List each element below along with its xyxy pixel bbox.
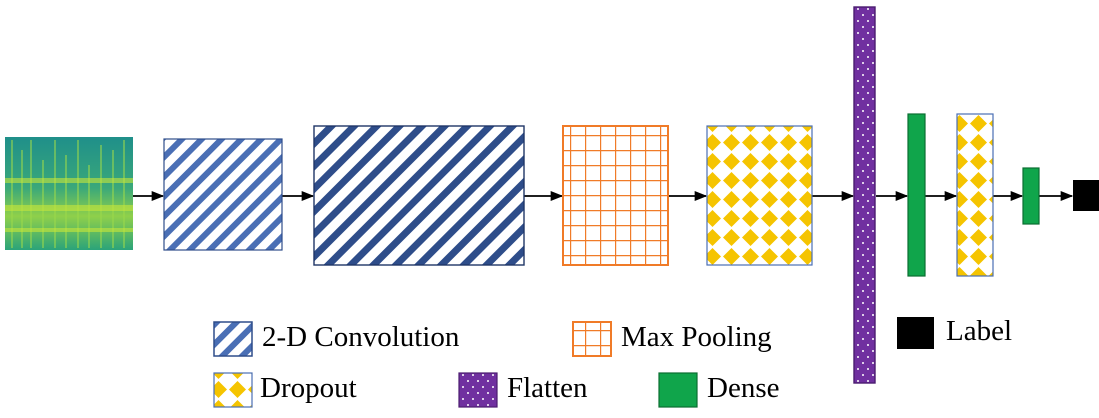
legend-flatten-label: Flatten <box>507 372 588 404</box>
max-pooling-layer <box>562 125 669 266</box>
legend-dropout-swatch <box>213 372 253 408</box>
output-label-block <box>1073 180 1099 211</box>
legend-conv-label: 2-D Convolution <box>262 321 460 353</box>
dense-layer-1 <box>907 113 926 277</box>
conv-layer-2 <box>313 125 525 266</box>
legend-pool-label: Max Pooling <box>621 321 772 353</box>
dropout-layer-1 <box>706 125 813 266</box>
legend-pool-swatch <box>572 321 612 357</box>
conv-layer-1 <box>163 138 283 251</box>
flatten-layer <box>853 6 876 384</box>
dense-layer-2 <box>1022 167 1040 225</box>
legend-dropout-label: Dropout <box>260 372 357 404</box>
legend-label-text: Label <box>946 315 1013 347</box>
dropout-layer-2 <box>956 113 994 277</box>
legend-flatten-swatch <box>458 372 498 408</box>
legend-label-swatch <box>897 317 934 349</box>
legend-dense-label: Dense <box>707 372 780 404</box>
legend-dense-swatch <box>658 372 698 408</box>
legend-conv-swatch <box>213 321 253 357</box>
input-spectrogram <box>5 137 133 250</box>
